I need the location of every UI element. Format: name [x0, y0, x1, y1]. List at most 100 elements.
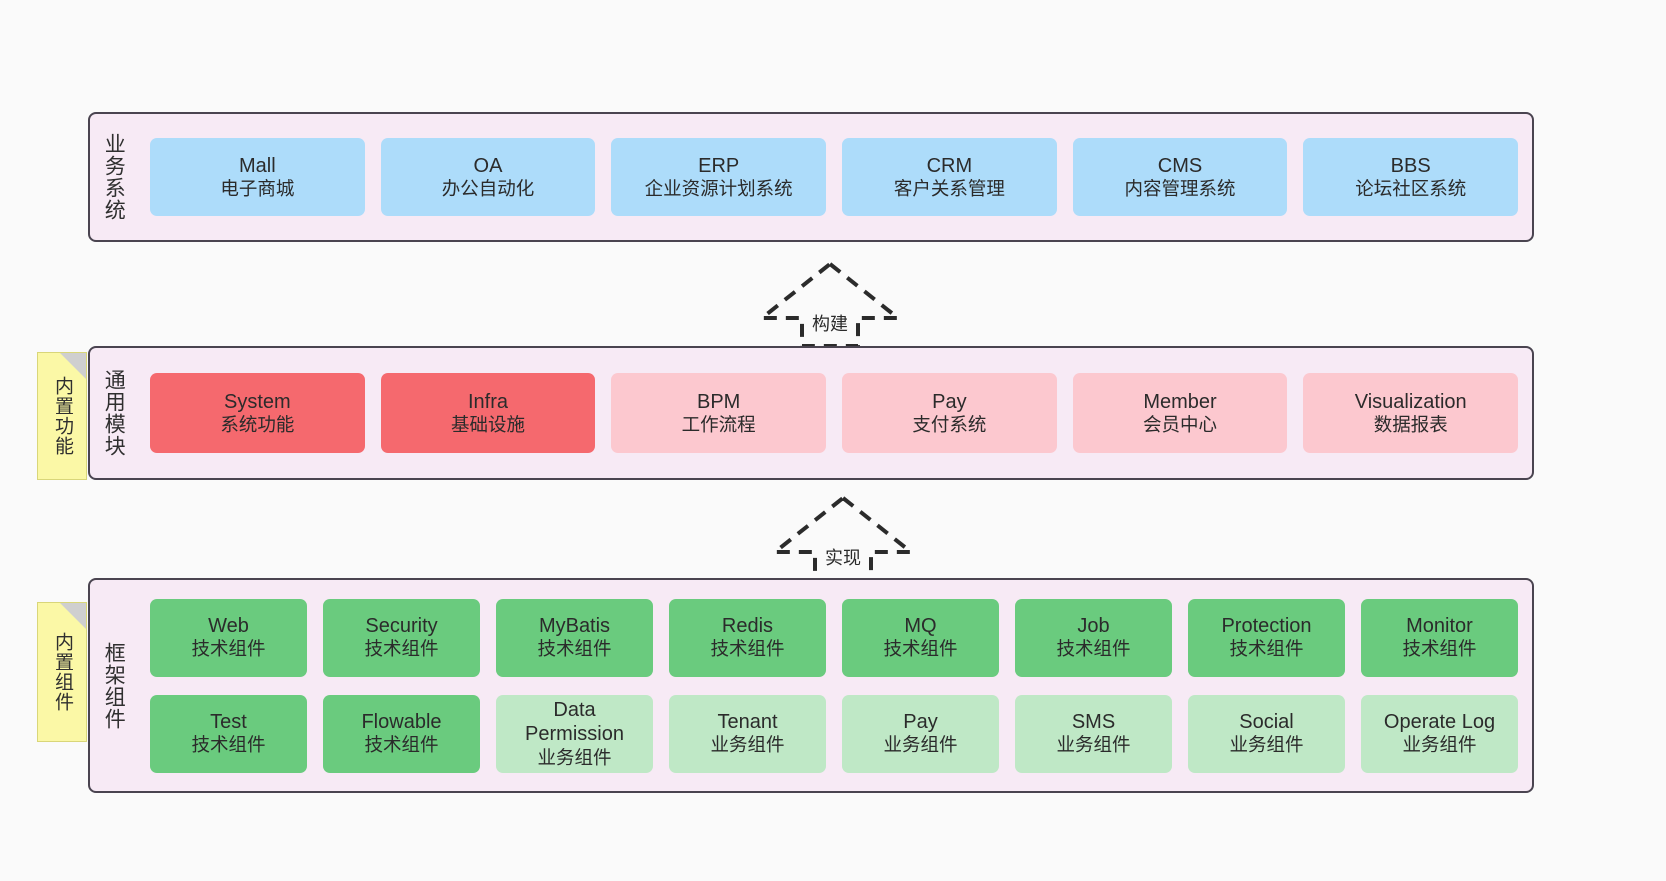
note-builtin-component: 内置组件 — [37, 602, 87, 742]
layer-business-system-title: 业务系统 — [102, 133, 126, 221]
node-title-cn: 技术组件 — [1229, 638, 1304, 660]
node-title-cn: 系统功能 — [220, 413, 295, 435]
node-row: System 系统功能 Infra 基础设施 BPM 工作流程 Pay 支付系统… — [150, 373, 1519, 453]
node-title-en: Operate Log — [1383, 711, 1496, 734]
layer-common-module: 通用模块 System 系统功能 Infra 基础设施 BPM 工作流程 Pay… — [88, 346, 1534, 480]
connector-implement: 实现 — [768, 492, 918, 584]
node-title-en: CRM — [926, 154, 973, 177]
node-title-cn: 数据报表 — [1373, 413, 1448, 435]
node-protection[interactable]: Protection 技术组件 — [1188, 598, 1345, 677]
node-title-en: BPM — [697, 390, 741, 413]
node-test[interactable]: Test 技术组件 — [150, 694, 307, 773]
node-title-en: Redis — [721, 615, 774, 638]
connector-build: 构建 — [755, 258, 905, 350]
node-title-cn: 技术组件 — [191, 638, 266, 660]
node-title-en: Monitor — [1406, 615, 1473, 638]
node-infra[interactable]: Infra 基础设施 — [380, 373, 596, 453]
node-title-cn: 客户关系管理 — [893, 177, 1005, 199]
node-title-en: MQ — [904, 615, 937, 638]
node-title-cn: 支付系统 — [912, 413, 987, 435]
node-title-cn: 技术组件 — [364, 638, 439, 660]
node-erp[interactable]: ERP 企业资源计划系统 — [611, 138, 827, 216]
node-title-en: Test — [210, 711, 247, 734]
note-builtin-component-label: 内置组件 — [52, 632, 74, 712]
node-flowable[interactable]: Flowable 技术组件 — [323, 694, 480, 773]
node-title-en: MyBatis — [538, 615, 611, 638]
up-arrow-dashed-icon — [756, 261, 904, 348]
node-bbs[interactable]: BBS 论坛社区系统 — [1303, 138, 1519, 216]
node-title-cn: 技术组件 — [191, 734, 266, 756]
node-visualization[interactable]: Visualization 数据报表 — [1303, 373, 1519, 453]
node-title-en: Social — [1239, 711, 1294, 734]
note-builtin-function: 内置功能 — [37, 352, 87, 480]
node-title-cn: 内容管理系统 — [1124, 177, 1236, 199]
node-title-cn: 业务组件 — [1056, 734, 1131, 756]
node-title-en: BBS — [1390, 154, 1431, 177]
node-title-en: ERP — [698, 154, 740, 177]
node-title-en: OA — [473, 154, 503, 177]
layer-framework-component-body: Web 技术组件 Security 技术组件 MyBatis 技术组件 Redi… — [136, 580, 1532, 791]
node-title-en: Infra — [467, 390, 509, 413]
node-title-cn: 业务组件 — [883, 734, 958, 756]
node-title-en: Security — [365, 615, 438, 638]
connector-implement-label: 实现 — [825, 548, 861, 568]
node-title-en: Pay — [903, 711, 938, 734]
node-row: Web 技术组件 Security 技术组件 MyBatis 技术组件 Redi… — [150, 598, 1518, 677]
layer-business-system-body: Mall 电子商城 OA 办公自动化 ERP 企业资源计划系统 CRM 客户关系… — [136, 114, 1532, 240]
node-title-cn: 业务组件 — [710, 734, 785, 756]
connector-build-label: 构建 — [812, 314, 848, 334]
node-title-cn: 办公自动化 — [441, 177, 535, 199]
node-title-cn: 技术组件 — [537, 638, 612, 660]
node-operate-log[interactable]: Operate Log 业务组件 — [1361, 694, 1518, 773]
node-pay-module[interactable]: Pay 支付系统 — [842, 373, 1057, 453]
node-pay-component[interactable]: Pay 业务组件 — [842, 694, 999, 773]
node-bpm[interactable]: BPM 工作流程 — [611, 373, 827, 453]
node-title-en: Flowable — [361, 711, 442, 734]
node-row: Mall 电子商城 OA 办公自动化 ERP 企业资源计划系统 CRM 客户关系… — [150, 138, 1519, 216]
node-mybatis[interactable]: MyBatis 技术组件 — [496, 598, 653, 677]
node-system[interactable]: System 系统功能 — [150, 373, 365, 453]
node-member[interactable]: Member 会员中心 — [1072, 373, 1288, 453]
node-title-cn: 技术组件 — [883, 638, 958, 660]
node-data-permission[interactable]: Data Permission 业务组件 — [496, 694, 653, 773]
node-row: Test 技术组件 Flowable 技术组件 Data Permission … — [150, 694, 1518, 773]
node-job[interactable]: Job 技术组件 — [1015, 598, 1172, 677]
layer-common-module-body: System 系统功能 Infra 基础设施 BPM 工作流程 Pay 支付系统… — [136, 348, 1532, 478]
node-title-en: Tenant — [717, 711, 778, 734]
note-builtin-function-label: 内置功能 — [52, 376, 74, 456]
node-title-en: Protection — [1221, 615, 1312, 638]
layer-common-module-title: 通用模块 — [102, 369, 126, 457]
node-title-en: Visualization — [1354, 390, 1467, 413]
node-title-en: Member — [1143, 390, 1217, 413]
layer-framework-component: 框架组件 Web 技术组件 Security 技术组件 MyBatis 技术组件… — [88, 578, 1534, 793]
node-title-en: CMS — [1157, 154, 1203, 177]
node-title-cn: 企业资源计划系统 — [644, 177, 793, 199]
node-title-cn: 技术组件 — [1402, 638, 1477, 660]
node-tenant[interactable]: Tenant 业务组件 — [669, 694, 826, 773]
layer-business-system: 业务系统 Mall 电子商城 OA 办公自动化 ERP 企业资源计划系统 CRM… — [88, 112, 1534, 242]
node-mq[interactable]: MQ 技术组件 — [842, 598, 999, 677]
node-title-cn: 会员中心 — [1143, 413, 1218, 435]
node-title-en: Mall — [239, 154, 276, 177]
node-title-en: Web — [208, 615, 249, 638]
node-title-cn: 电子商城 — [220, 177, 295, 199]
node-oa[interactable]: OA 办公自动化 — [380, 138, 596, 216]
node-title-en: Job — [1077, 615, 1110, 638]
node-title-cn: 技术组件 — [710, 638, 785, 660]
node-title-cn: 技术组件 — [1056, 638, 1131, 660]
node-title-en: SMS — [1071, 711, 1116, 734]
node-mall[interactable]: Mall 电子商城 — [150, 138, 365, 216]
node-security[interactable]: Security 技术组件 — [323, 598, 480, 677]
node-title-en: System — [223, 390, 291, 413]
node-sms[interactable]: SMS 业务组件 — [1015, 694, 1172, 773]
node-social[interactable]: Social 业务组件 — [1188, 694, 1345, 773]
node-title-cn: 技术组件 — [364, 734, 439, 756]
node-redis[interactable]: Redis 技术组件 — [669, 598, 826, 677]
node-web[interactable]: Web 技术组件 — [150, 598, 307, 677]
node-title-cn: 业务组件 — [537, 746, 612, 768]
node-monitor[interactable]: Monitor 技术组件 — [1361, 598, 1518, 677]
node-cms[interactable]: CMS 内容管理系统 — [1072, 138, 1288, 216]
node-crm[interactable]: CRM 客户关系管理 — [842, 138, 1057, 216]
node-title-cn: 工作流程 — [681, 413, 756, 435]
